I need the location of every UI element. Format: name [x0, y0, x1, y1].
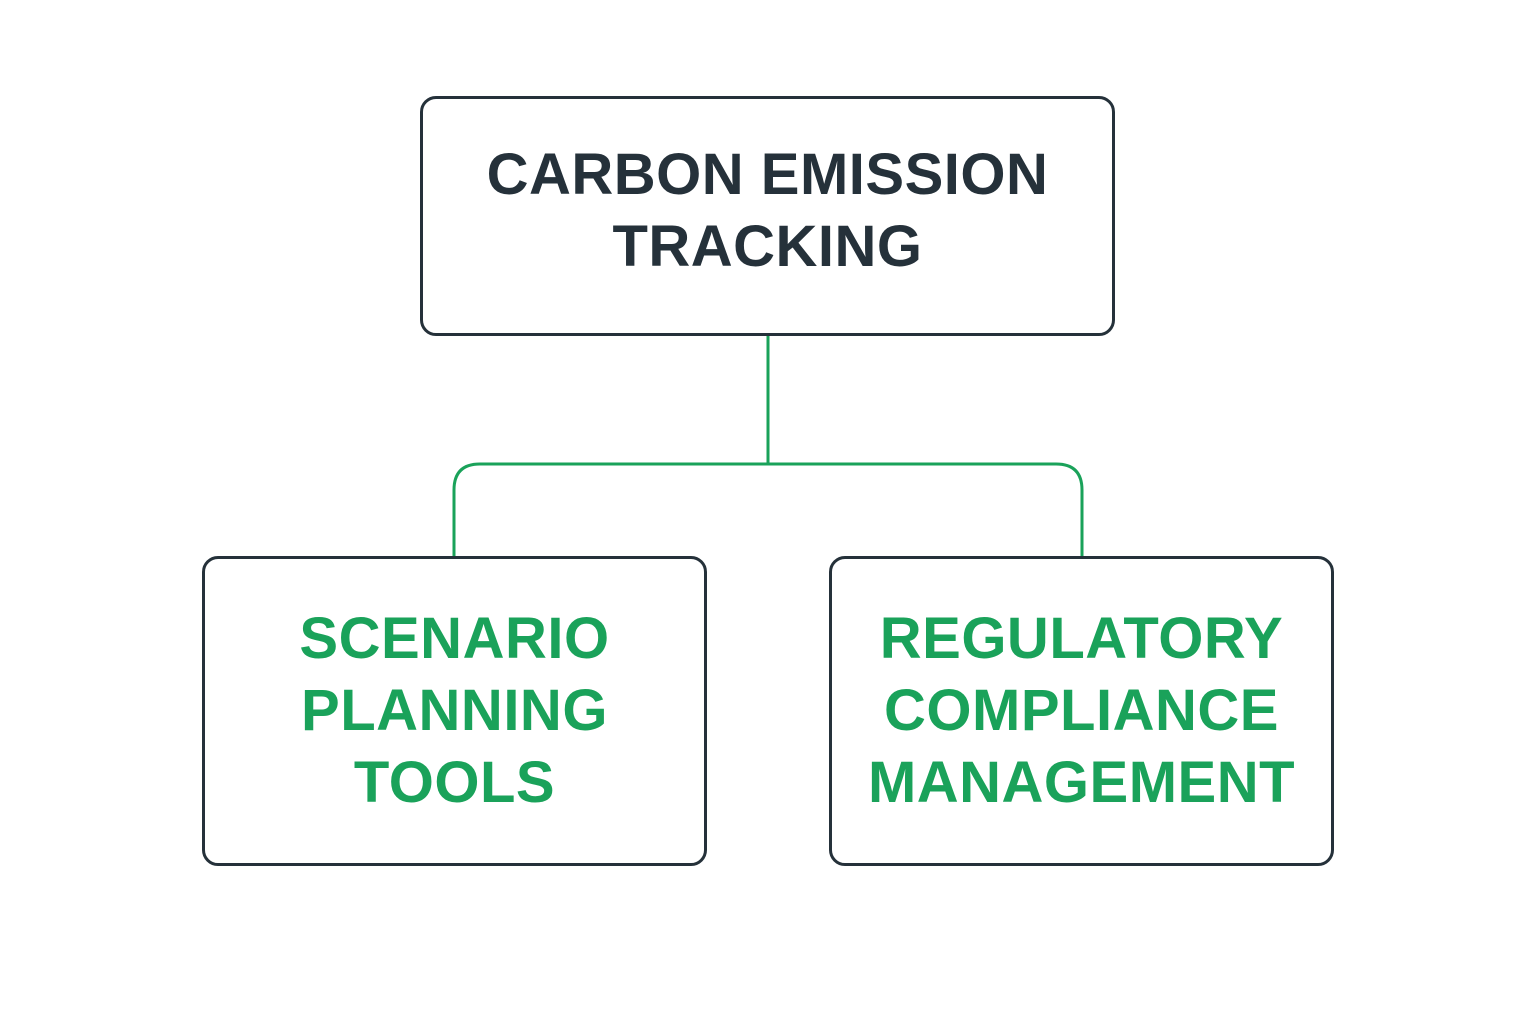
connector-branch-right [768, 462, 1084, 556]
child-node-regulatory-compliance-label: REGULATORY COMPLIANCE MANAGEMENT [867, 606, 1296, 815]
root-node-label: CARBON EMISSION TRACKING [486, 142, 1049, 279]
root-node: CARBON EMISSION TRACKING [420, 96, 1115, 336]
child-node-regulatory-compliance: REGULATORY COMPLIANCE MANAGEMENT [829, 556, 1334, 866]
child-node-scenario-planning: SCENARIO PLANNING TOOLS [202, 556, 707, 866]
child-node-scenario-planning-label: SCENARIO PLANNING TOOLS [299, 606, 610, 815]
connector-branch-left [452, 462, 768, 556]
